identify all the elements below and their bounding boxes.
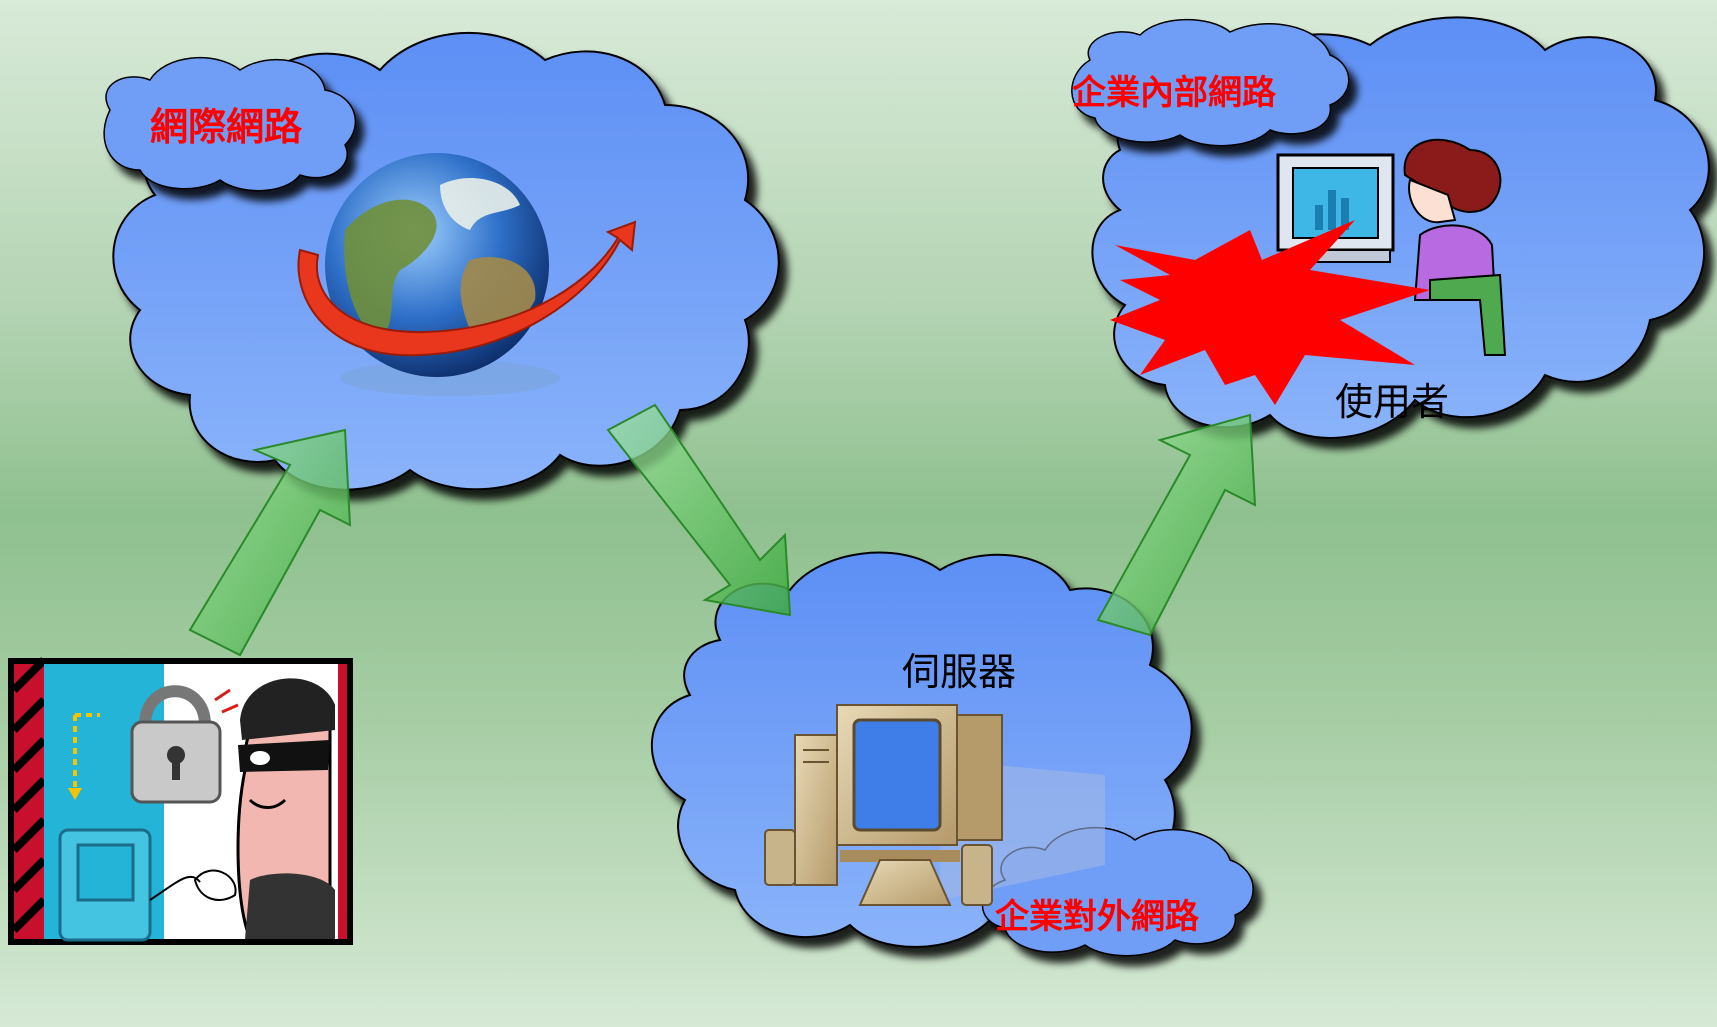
intranet-label-cloud [1071,18,1350,147]
server-computer-icon [764,704,1105,906]
extranet-label: 企業對外網路 [995,897,1200,937]
user-label: 使用者 [1335,380,1449,424]
arrow-server-to-intranet [1096,413,1257,637]
arrow-hacker-to-internet [188,428,352,657]
server-label: 伺服器 [902,650,1016,694]
arrow-internet-to-server [606,403,792,617]
hacker-icon [8,657,353,945]
internet-label-cloud [103,57,356,192]
internet-label: 網際網路 [150,104,303,149]
globe-icon [297,153,637,396]
intranet-label: 企業內部網路 [1072,73,1277,113]
explosion-icon [1110,220,1430,405]
user-at-computer-icon [1276,138,1507,356]
